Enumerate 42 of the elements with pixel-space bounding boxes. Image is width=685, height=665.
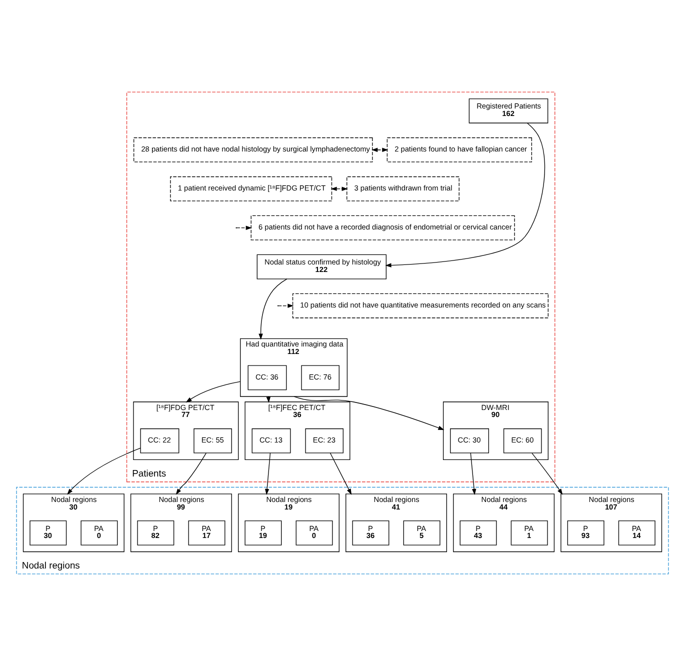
node-box: EC: 55 [194, 428, 232, 453]
node-box: PA 14 [618, 520, 656, 545]
node-box: Nodal status confirmed by histology 122 [256, 254, 387, 279]
node-box: P 43 [460, 520, 497, 545]
node-box: P 19 [244, 520, 282, 545]
node-box: PA 0 [296, 520, 333, 545]
node-box: P 30 [30, 520, 67, 545]
arrow [330, 452, 352, 494]
node-box: 10 patients did not have quantitative measurements recorded on any scans [292, 292, 548, 318]
arrow [385, 122, 545, 267]
node-box: CC: 36 [248, 364, 287, 390]
node-box: CC: 22 [140, 428, 180, 453]
arrow [278, 303, 294, 308]
arrow [176, 452, 206, 494]
node-box: Registered Patients 162 [468, 98, 548, 123]
node-box: PA 1 [510, 520, 548, 545]
node-box: CC: 30 [450, 428, 489, 453]
node-box: 6 patients did not have a recorded diagnosis of endometrial or cervical cancer [250, 214, 515, 240]
node-box: 28 patients did not have nodal histology by surgical lymphadenectomy [133, 136, 373, 162]
arrow [372, 147, 388, 152]
node-box: 3 patients withdrawn from trial [346, 176, 460, 201]
node-box: EC: 23 [305, 428, 344, 453]
node-box: P 82 [137, 520, 174, 545]
node-box: EC: 76 [301, 364, 340, 390]
node-box: 1 patient received dynamic [¹⁸F]FDG PET/CT [170, 176, 332, 201]
node-box: CC: 13 [252, 428, 291, 453]
node-box: 2 patients found to have fallopian cancer [386, 136, 532, 162]
node-box: EC: 60 [503, 428, 542, 453]
node-box: P 36 [352, 520, 390, 545]
node-box: PA 0 [80, 520, 118, 545]
arrow [470, 452, 476, 494]
arrow [294, 396, 444, 430]
arrow [532, 452, 563, 494]
arrow [186, 380, 241, 402]
arrow [330, 186, 348, 190]
node-box: PA 17 [188, 520, 226, 545]
arrow [67, 447, 141, 494]
arrow [264, 452, 271, 494]
node-box: P 93 [567, 520, 604, 545]
arrow [266, 396, 271, 402]
arrow [258, 278, 288, 340]
node-box: PA 5 [403, 520, 440, 545]
